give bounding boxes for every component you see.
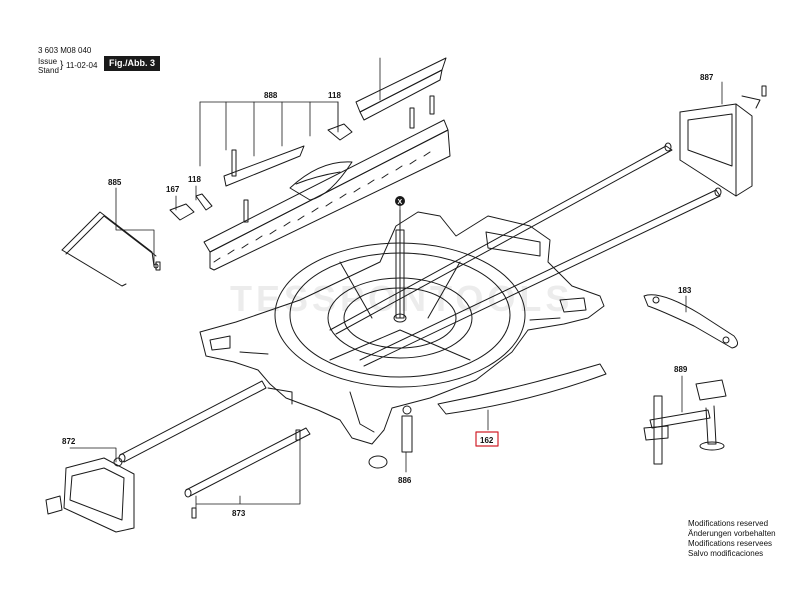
bracket-872: [45, 457, 135, 533]
note-es: Salvo modificaciones: [688, 549, 764, 558]
arc-162: [437, 363, 607, 415]
issue-label: Issue: [38, 57, 58, 66]
doc-number: 3 603 M08 040: [38, 46, 92, 55]
figure-label: Fig./Abb. 3: [104, 56, 160, 71]
bracket-887: [679, 95, 761, 197]
note-de: Änderungen vorbehalten: [688, 529, 776, 538]
part-labels: 887 888 118 118 167 885 183 889 872 873 …: [62, 73, 714, 518]
brace: }: [60, 60, 64, 71]
label-167: 167: [166, 185, 180, 194]
label-873: 873: [232, 509, 246, 518]
front-rods: [118, 380, 311, 498]
rear-rods: [329, 142, 722, 367]
main-base: [199, 209, 605, 445]
fence-888: [203, 57, 451, 271]
label-885: 885: [108, 178, 122, 187]
label-183: 183: [678, 286, 692, 295]
note-en: Modifications reserved: [688, 519, 769, 528]
label-872: 872: [62, 437, 76, 446]
label-889: 889: [674, 365, 688, 374]
label-886: 886: [398, 476, 412, 485]
note-fr: Modifications reservees: [688, 539, 773, 548]
stand-label: Stand: [38, 66, 59, 75]
label-118-lower: 118: [188, 175, 201, 184]
rod-885: [61, 211, 159, 287]
label-888: 888: [264, 91, 278, 100]
issue-date: 11-02-04: [66, 61, 98, 70]
highlight-box-162: [475, 431, 499, 447]
label-x: X: [398, 199, 403, 206]
fasteners: [155, 85, 767, 519]
label-118-upper: 118: [328, 91, 341, 100]
lever-183: [643, 294, 738, 349]
bolt-886: [368, 405, 413, 469]
clamp-889: [643, 379, 727, 465]
label-162: 162: [480, 436, 494, 445]
leader-lines: [69, 57, 723, 509]
label-887: 887: [700, 73, 714, 82]
